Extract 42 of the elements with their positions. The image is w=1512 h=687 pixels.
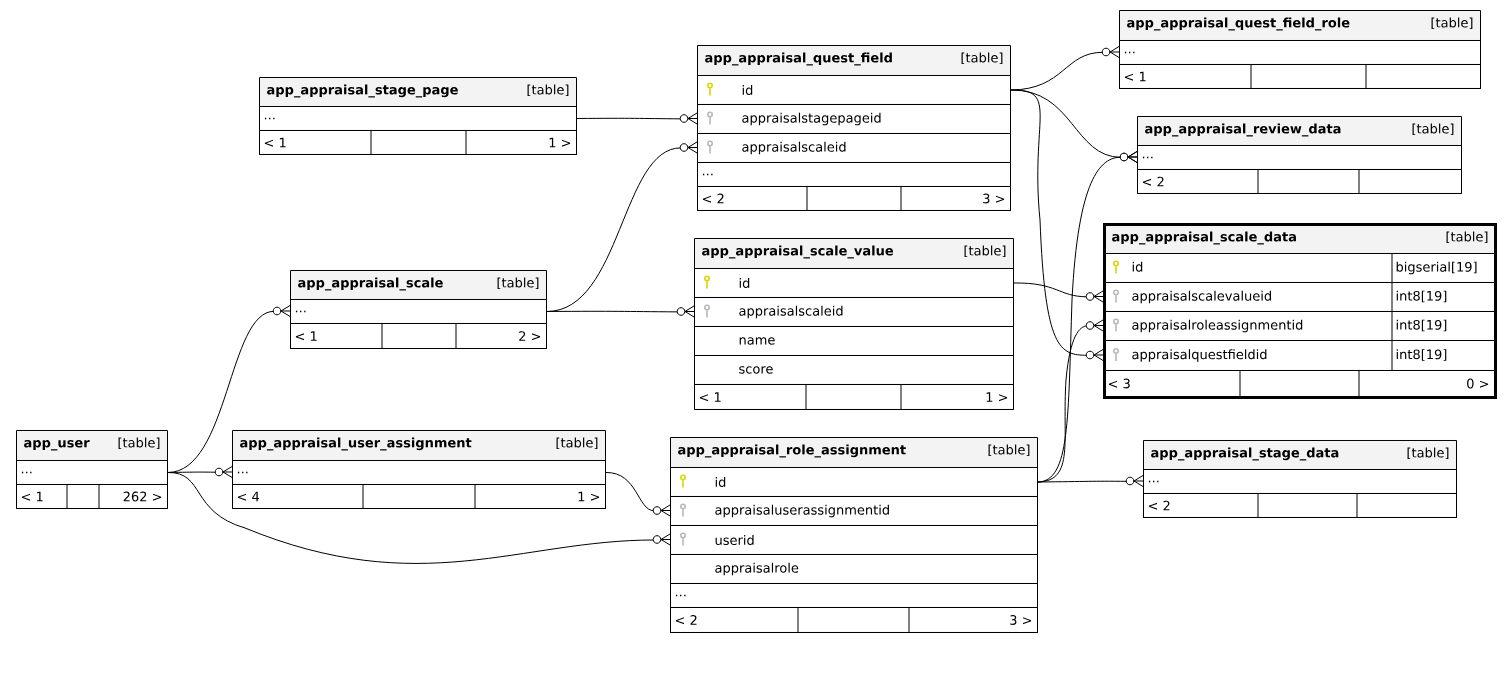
table-row: ... <box>1137 145 1462 170</box>
table-row: appraisalrole <box>670 554 1038 584</box>
table-row: ... <box>1143 469 1457 494</box>
table-row: appraisalquestfieldid int8[19] <box>1103 339 1495 371</box>
table-row: appraisalstagepageid <box>697 104 1011 134</box>
table-footer: < 1 <box>1119 63 1481 89</box>
table-row: ... <box>1119 40 1481 65</box>
table-footer: < 2 <box>1137 168 1462 194</box>
table-footer: < 2 3 > <box>697 185 1011 211</box>
table-footer: < 3 0 > <box>1103 369 1495 397</box>
relationship-line <box>605 472 671 517</box>
table-footer: < 2 3 > <box>670 606 1038 633</box>
table-row: score <box>694 355 1014 385</box>
table-footer: < 1 1 > <box>694 383 1014 410</box>
table-footer: < 1 262 > <box>16 483 168 509</box>
relationship-line <box>1010 89 1104 361</box>
table-row: id bigserial[19] <box>1103 252 1495 283</box>
relationship-line <box>1013 282 1104 303</box>
table-row: appraisalscaleid <box>697 133 1011 163</box>
table-footer: < 2 <box>1143 492 1457 518</box>
table-row: appraisaluserassignmentid <box>670 496 1038 526</box>
table-footer: < 1 1 > <box>259 129 577 155</box>
table-footer: < 1 2 > <box>290 322 547 349</box>
relationship-line <box>167 472 671 564</box>
table-row: appraisalscaleid <box>694 297 1014 327</box>
table-row: ... <box>290 299 547 324</box>
table-row: name <box>694 326 1014 356</box>
table-row: ... <box>16 460 168 485</box>
table-row: id <box>697 75 1011 105</box>
relationship-line <box>576 112 698 125</box>
relationship-line <box>546 305 695 318</box>
table-row: ... <box>670 583 1038 608</box>
table-row: ... <box>697 162 1011 187</box>
table-row: id <box>694 268 1014 298</box>
table-row: ... <box>232 460 606 485</box>
relationship-line <box>1037 475 1144 487</box>
table-row: userid <box>670 525 1038 555</box>
table-footer: < 4 1 > <box>232 483 606 509</box>
table-row: id <box>670 467 1038 497</box>
table-row: appraisalroleassignmentid int8[19] <box>1103 310 1495 341</box>
table-row: ... <box>259 106 577 131</box>
table-row: appraisalscalevalueid int8[19] <box>1103 281 1495 312</box>
